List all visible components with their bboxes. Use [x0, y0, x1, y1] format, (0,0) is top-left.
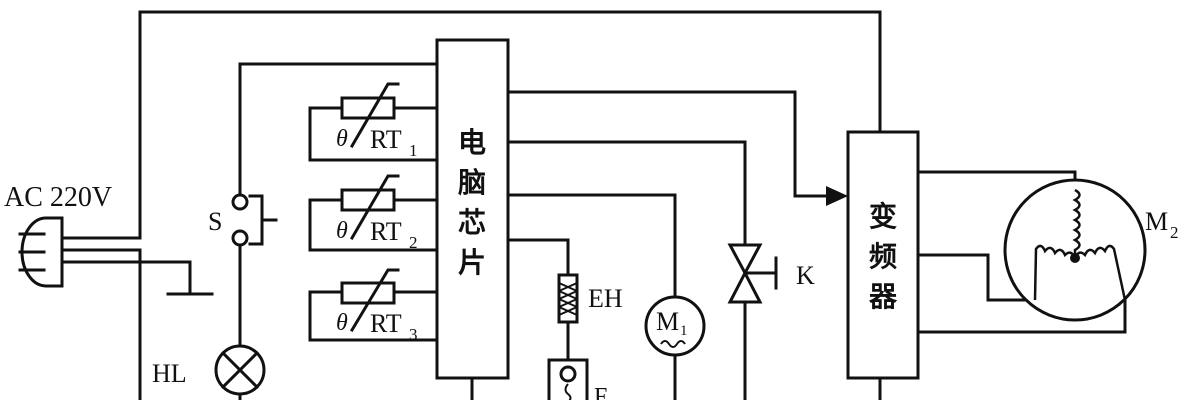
ac-source-label: AC 220V: [4, 182, 112, 213]
compressor-sub: 2: [1170, 223, 1179, 242]
inverter-char-2: 频: [869, 240, 897, 273]
thermistor-rt2-icon: [340, 174, 400, 241]
fuse-component-icon: [547, 358, 589, 400]
wire-chip-to-valve: [506, 140, 747, 247]
chip-char-2: 脑: [458, 166, 486, 199]
rt3-theta: θ: [336, 310, 348, 336]
rt3-sub: 3: [409, 325, 418, 344]
rt3-label: RT: [370, 309, 402, 338]
compressor-motor-icon: [1003, 178, 1147, 322]
lamp-label: HL: [152, 359, 187, 388]
chip-char-3: 芯: [458, 206, 486, 239]
inverter-box: [846, 130, 920, 380]
wire-plug-bottom: [80, 248, 142, 400]
rt2-theta: θ: [336, 218, 348, 244]
heater-label: EH: [588, 284, 623, 313]
push-switch-icon: [231, 193, 278, 247]
wire-chip-to-heater: [506, 238, 570, 277]
signal-arrow: [826, 186, 848, 206]
inverter-char-3: 器: [868, 280, 898, 313]
power-plug-icon: [18, 216, 86, 288]
wire-chip-to-inverter: [506, 90, 828, 198]
thermistor-rt1-icon: [340, 82, 400, 149]
chip-char-1: 电: [458, 126, 486, 159]
inverter-char-1: 变: [869, 200, 897, 233]
wire-plug-ground: [80, 260, 192, 294]
lamp-icon: [214, 344, 266, 396]
heater-icon: [557, 273, 579, 324]
component-f-label: F: [594, 384, 607, 400]
chip-char-4: 片: [458, 246, 486, 279]
rt1-theta: θ: [336, 126, 348, 152]
fan-motor-sub: 1: [680, 323, 688, 339]
valve-label: K: [796, 261, 815, 290]
compressor-label: M: [1145, 207, 1168, 236]
wire-top-main: [80, 10, 882, 240]
fan-motor-icon: [644, 295, 706, 357]
wire-inv-to-m2-mid: [916, 253, 1037, 302]
rt2-sub: 2: [409, 233, 418, 252]
rt1-sub: 1: [409, 141, 418, 160]
computer-chip-box: [435, 38, 510, 380]
wire-inv-to-m2-low: [916, 298, 1127, 334]
rt2-label: RT: [370, 217, 402, 246]
wire-chip-to-fan: [506, 193, 677, 299]
solenoid-valve-icon: [727, 243, 778, 304]
thermistor-rt3-icon: [340, 268, 400, 333]
switch-label: S: [208, 207, 222, 236]
fan-motor-label: M: [656, 307, 679, 336]
rt1-label: RT: [370, 125, 402, 154]
wire-chip-to-switch: [238, 62, 439, 197]
